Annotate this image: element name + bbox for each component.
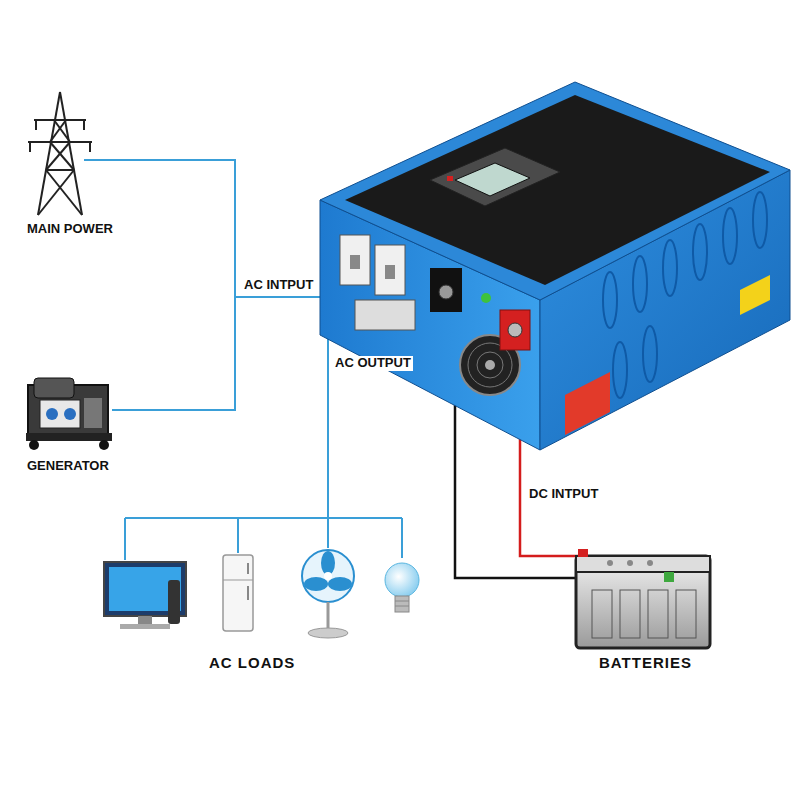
battery-icon <box>576 549 710 648</box>
bulb-icon <box>385 563 419 612</box>
fan-icon <box>302 550 354 638</box>
fridge-icon <box>223 555 253 631</box>
wire-label: DC INTPUT <box>527 487 600 502</box>
generator <box>26 378 112 450</box>
wire-label: AC INTPUT <box>242 278 315 293</box>
wire-label: AC OUTPUT <box>333 356 413 371</box>
device-label: BATTERIES <box>597 654 694 671</box>
device-label: MAIN POWER <box>25 222 115 237</box>
group-label: AC LOADS <box>207 654 297 671</box>
tv-icon <box>104 562 186 629</box>
transmission-tower <box>28 92 92 215</box>
device-label: GENERATOR <box>25 459 111 474</box>
inverter-unit <box>320 82 790 450</box>
